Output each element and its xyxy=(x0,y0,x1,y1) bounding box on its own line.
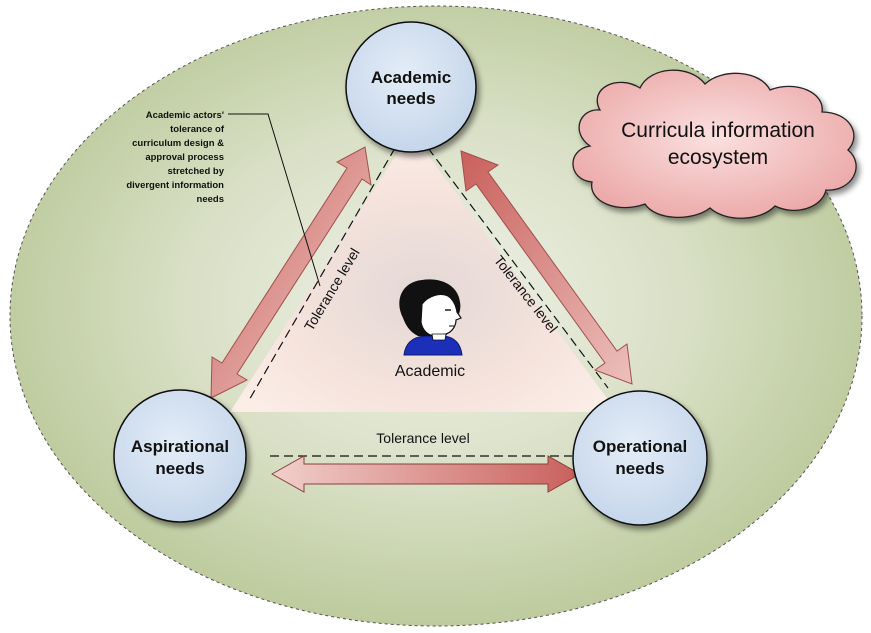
annotation-line: curriculum design & xyxy=(132,138,224,149)
node-operational-needs: Operational needs xyxy=(572,390,708,526)
annotation-text: Academic actors' tolerance of curriculum… xyxy=(126,110,224,205)
academic-person-icon xyxy=(399,279,463,356)
annotation-leader-line xyxy=(228,113,321,287)
node-academic-line2: needs xyxy=(386,89,435,108)
tolerance-dashed-lines xyxy=(247,147,609,457)
annotation-line: needs xyxy=(197,194,224,205)
arrow-academic-operational xyxy=(460,150,633,385)
academic-person-label: Academic xyxy=(395,363,465,380)
ecosystem-cloud xyxy=(572,69,857,219)
annotation-line: tolerance of xyxy=(170,124,225,135)
node-operational-line1: Operational xyxy=(593,437,687,456)
annotation-line: Academic actors' xyxy=(146,110,224,121)
cloud-label-line1: Curricula information xyxy=(621,119,815,142)
tolerance-triangle xyxy=(230,132,617,412)
node-aspirational-line2: needs xyxy=(155,459,204,478)
node-academic-needs: Academic needs xyxy=(345,21,477,153)
annotation-line: stretched by xyxy=(168,166,225,177)
node-aspirational-needs: Aspirational needs xyxy=(113,389,247,523)
node-aspirational-line1: Aspirational xyxy=(131,437,229,456)
annotation-line: approval process xyxy=(145,152,224,163)
cloud-label-line2: ecosystem xyxy=(668,146,768,169)
annotation-line: divergent information xyxy=(126,180,224,191)
node-operational-line2: needs xyxy=(615,459,664,478)
tolerance-label-bottom: Tolerance level xyxy=(376,430,469,446)
node-academic-line1: Academic xyxy=(371,68,451,87)
